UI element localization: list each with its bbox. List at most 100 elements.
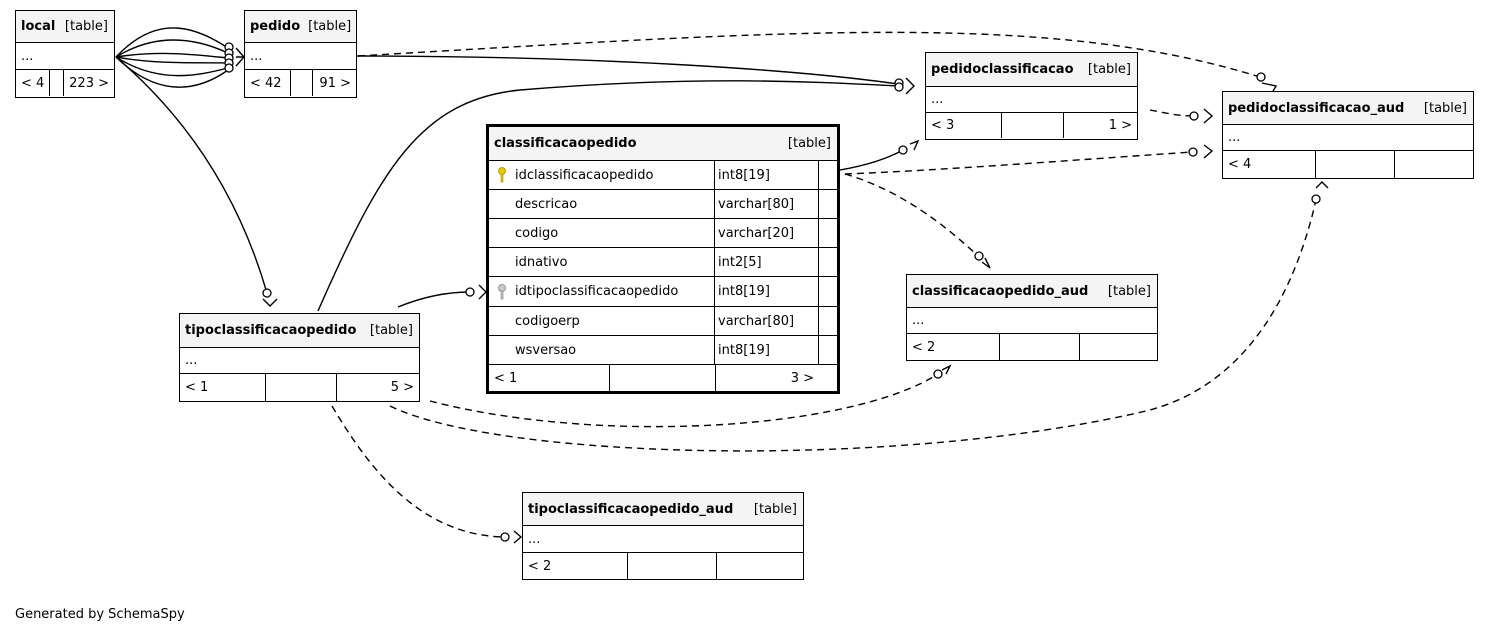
column-row[interactable]: idtipoclassificacaopedido int8[19] — [489, 277, 837, 307]
parents-count[interactable]: < 3 — [931, 118, 955, 133]
table-classificacaopedido[interactable]: classificacaopedido [table] idclassifica… — [486, 124, 840, 394]
table-name[interactable]: pedidoclassificacao — [931, 62, 1074, 77]
children-count[interactable]: 5 > — [336, 374, 419, 401]
edge-circle — [1188, 147, 1198, 157]
arrow-head — [941, 364, 952, 375]
table-footer: < 2 — [523, 553, 803, 579]
column-type: varchar[20] — [715, 219, 819, 247]
edge-local-pedido — [115, 27, 229, 58]
edge-classificacaopedido-classificacaopedido-aud — [844, 173, 979, 257]
primary-key-icon — [495, 167, 509, 183]
parents-count[interactable]: < 2 — [912, 339, 936, 355]
table-header: pedidoclassificacao_aud [table] — [1223, 92, 1473, 125]
table-name[interactable]: local — [21, 19, 56, 34]
edge-local-pedido — [115, 56, 229, 64]
arrow-head — [478, 284, 487, 300]
table-ellipsis: ... — [180, 348, 419, 374]
table-name[interactable]: pedidoclassificacao_aud — [1228, 100, 1405, 116]
table-name[interactable]: classificacaopedido_aud — [912, 283, 1089, 299]
columns-count — [265, 374, 336, 401]
column-name: idclassificacaopedido — [515, 167, 654, 183]
edge-circle — [933, 369, 943, 379]
table-kind: [table] — [1107, 283, 1151, 299]
edge-local-tipoclassificacaopedido — [115, 56, 268, 294]
parents-count[interactable]: < 4 — [1228, 157, 1252, 172]
column-name: idtipoclassificacaopedido — [515, 284, 679, 299]
table-pedidoclassificacao-aud[interactable]: pedidoclassificacao_aud [table] ... < 4 — [1222, 91, 1474, 179]
table-tipoclassificacaopedido-aud[interactable]: tipoclassificacaopedido_aud [table] ... … — [522, 492, 804, 580]
column-type: int8[19] — [715, 336, 819, 364]
column-type: int2[5] — [715, 248, 819, 276]
table-header: pedidoclassificacao [table] — [926, 53, 1137, 87]
edge-tipo-tipoclassificacaopedido-aud — [331, 405, 505, 538]
arrow-head — [235, 47, 245, 67]
table-classificacaopedido-aud[interactable]: classificacaopedido_aud [table] ... < 2 — [906, 274, 1158, 361]
table-local[interactable]: local [table] ... < 4 223 > — [15, 10, 115, 98]
arrow-head — [1315, 181, 1329, 189]
table-ellipsis: ... — [245, 43, 356, 70]
table-footer: < 2 — [907, 334, 1157, 360]
children-count[interactable]: 91 > — [312, 70, 356, 96]
children-count[interactable]: 1 > — [1063, 113, 1137, 138]
table-ellipsis: ... — [1223, 125, 1473, 151]
edge-classificacaopedido-pedidoclassificacao-aud — [844, 151, 1194, 175]
table-pedidoclassificacao[interactable]: pedidoclassificacao [table] ... < 3 1 > — [925, 52, 1138, 140]
edge-circle — [894, 82, 904, 92]
children-count[interactable]: 223 > — [63, 70, 114, 96]
column-name: wsversao — [515, 342, 577, 358]
parents-count[interactable]: < 1 — [494, 370, 518, 386]
arrow-head — [905, 77, 915, 95]
children-count — [1394, 151, 1473, 178]
columns-count — [290, 70, 312, 96]
parents-count[interactable]: < 1 — [185, 380, 209, 395]
edge-tipoclassificacaopedido-pedidoclassificacao — [317, 80, 899, 312]
column-row[interactable]: wsversao int8[19] — [489, 336, 837, 365]
table-kind: [table] — [369, 323, 413, 338]
table-kind: [table] — [1423, 100, 1467, 116]
table-name[interactable]: pedido — [250, 19, 301, 34]
children-count[interactable]: 3 > — [715, 365, 819, 391]
columns-count — [627, 553, 716, 579]
columns-count — [49, 70, 63, 96]
generated-by-note[interactable]: Generated by SchemaSpy — [15, 607, 185, 622]
edge-circle — [898, 145, 908, 155]
edge-pedido-pedidoclassificacao-aud — [357, 31, 1261, 78]
column-name: descricao — [515, 196, 578, 212]
table-header: classificacaopedido_aud [table] — [907, 275, 1157, 308]
arrow-head — [1203, 108, 1214, 124]
parents-count[interactable]: < 4 — [21, 75, 45, 91]
column-name: codigoerp — [515, 313, 580, 329]
column-type: int8[19] — [715, 161, 819, 189]
edge-circle — [224, 63, 234, 73]
columns-count — [999, 334, 1079, 360]
table-name[interactable]: classificacaopedido — [494, 136, 637, 151]
table-footer: < 3 1 > — [926, 113, 1137, 138]
arrow-head — [262, 298, 278, 307]
table-ellipsis: ... — [16, 43, 114, 70]
columns-count — [609, 365, 715, 391]
table-name[interactable]: tipoclassificacaopedido — [185, 323, 357, 338]
table-header: local [table] — [16, 11, 114, 43]
table-tipoclassificacaopedido[interactable]: tipoclassificacaopedido [table] ... < 1 … — [179, 313, 420, 402]
edge-circle — [1311, 194, 1321, 204]
table-footer: < 4 223 > — [16, 70, 114, 96]
parents-count[interactable]: < 2 — [528, 558, 552, 574]
table-footer: < 1 3 > — [489, 365, 837, 391]
column-row[interactable]: descricao varchar[80] — [489, 190, 837, 219]
table-name[interactable]: tipoclassificacaopedido_aud — [528, 501, 734, 517]
column-row[interactable]: idnativo int2[5] — [489, 248, 837, 277]
foreign-key-icon — [495, 283, 509, 300]
column-row[interactable]: idclassificacaopedido int8[19] — [489, 161, 837, 190]
table-footer: < 42 91 > — [245, 70, 356, 96]
table-pedido[interactable]: pedido [table] ... < 42 91 > — [244, 10, 357, 98]
parents-count[interactable]: < 42 — [250, 75, 282, 91]
column-row[interactable]: codigo varchar[20] — [489, 219, 837, 248]
table-kind: [table] — [1087, 62, 1131, 77]
edge-tipo-pedidoclassificacao-aud — [389, 199, 1317, 452]
table-header: pedido [table] — [245, 11, 356, 43]
column-row[interactable]: codigoerp varchar[80] — [489, 307, 837, 336]
edge-local-pedido — [115, 56, 229, 77]
table-ellipsis: ... — [523, 526, 803, 553]
edge-pedidoclassificacao-aud — [1149, 109, 1195, 117]
column-type: varchar[80] — [715, 307, 819, 335]
